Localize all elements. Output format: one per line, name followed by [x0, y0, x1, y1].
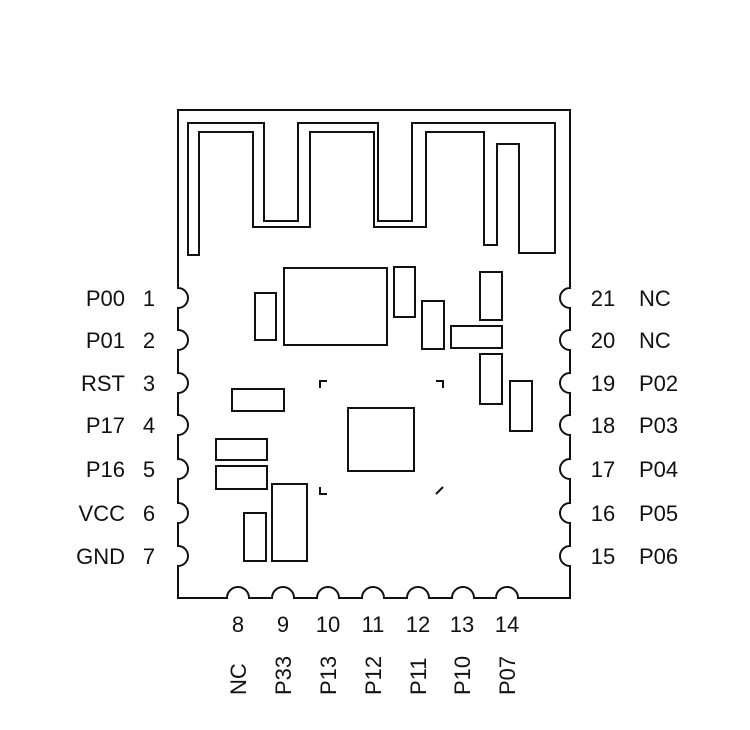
pin-number-left: 5	[143, 457, 155, 482]
component-c2	[393, 266, 416, 318]
pin-number-left: 3	[143, 371, 155, 396]
pin-label-left: GND	[76, 544, 125, 569]
pin-label-left: P16	[86, 457, 125, 482]
pin-number-right: 20	[591, 328, 615, 353]
pin-number-bottom: 9	[277, 612, 289, 637]
pin-label-bottom: P12	[361, 656, 386, 695]
pin-label-bottom: NC	[226, 663, 251, 695]
pin-label-right: P06	[639, 544, 678, 569]
component-c10	[215, 465, 268, 490]
pin-number-bottom: 8	[232, 612, 244, 637]
pin-number-bottom: 14	[495, 612, 519, 637]
pin-number-left: 4	[143, 413, 155, 438]
pin-label-bottom: P13	[316, 656, 341, 695]
pin-number-bottom: 13	[450, 612, 474, 637]
pin-label-bottom: P33	[271, 656, 296, 695]
pin-number-bottom: 10	[316, 612, 340, 637]
pin-number-right: 17	[591, 457, 615, 482]
pin-label-bottom: P11	[406, 657, 431, 695]
pin-label-bottom: P07	[495, 656, 520, 695]
main-chip	[347, 407, 415, 472]
pin-number-bottom: 11	[362, 612, 385, 637]
pin-label-right: P05	[639, 501, 678, 526]
pin-label-bottom: P10	[450, 656, 475, 695]
pin-number-right: 18	[591, 413, 615, 438]
component-c3	[421, 300, 445, 350]
component-c5	[450, 325, 503, 349]
pin-number-right: 19	[591, 371, 615, 396]
pin-label-left: P01	[86, 328, 125, 353]
pin-number-left: 2	[143, 328, 155, 353]
pin-label-left: P00	[86, 286, 125, 311]
pin-label-right: P02	[639, 371, 678, 396]
chip-footprint-marks	[319, 380, 444, 495]
pin-number-right: 16	[591, 501, 615, 526]
component-c1	[254, 292, 277, 341]
pin-label-right: P04	[639, 457, 678, 482]
pin-number-left: 7	[143, 544, 155, 569]
pin-number-left: 6	[143, 501, 155, 526]
pcb-antenna-trace-outer	[187, 122, 556, 256]
pin-label-right: P03	[639, 413, 678, 438]
pin-label-left: RST	[81, 371, 125, 396]
pin-label-right: NC	[639, 328, 671, 353]
component-c9	[215, 438, 268, 461]
pin-label-left: P17	[86, 413, 125, 438]
component-c8	[231, 388, 285, 412]
pin-label-right: NC	[639, 286, 671, 311]
pin-number-bottom: 12	[406, 612, 430, 637]
component-c4	[479, 271, 503, 321]
component-c7	[509, 380, 533, 432]
component-c11	[271, 483, 308, 562]
component-c6	[479, 353, 503, 405]
module-outline	[177, 109, 571, 599]
shield-can	[283, 267, 388, 346]
pin-label-left: VCC	[79, 501, 126, 526]
component-c12	[243, 512, 267, 562]
pin-number-right: 21	[591, 286, 615, 311]
pin-number-left: 1	[143, 286, 155, 311]
pin-number-right: 15	[591, 544, 615, 569]
